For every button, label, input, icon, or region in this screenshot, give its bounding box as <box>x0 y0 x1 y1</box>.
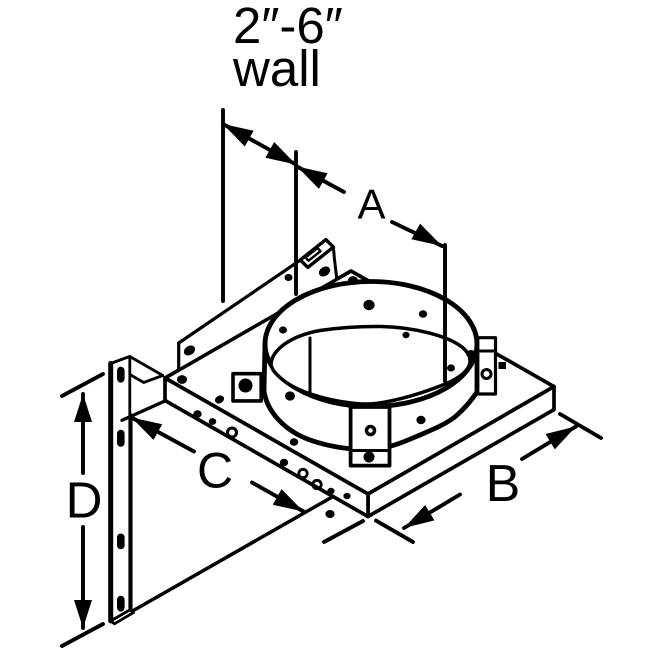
svg-text:B: B <box>486 455 521 513</box>
svg-text:D: D <box>66 472 103 529</box>
svg-text:C: C <box>197 442 233 498</box>
svg-text:wall: wall <box>232 40 321 97</box>
svg-text:2″-6″: 2″-6″ <box>233 0 343 54</box>
svg-text:A: A <box>357 180 385 227</box>
